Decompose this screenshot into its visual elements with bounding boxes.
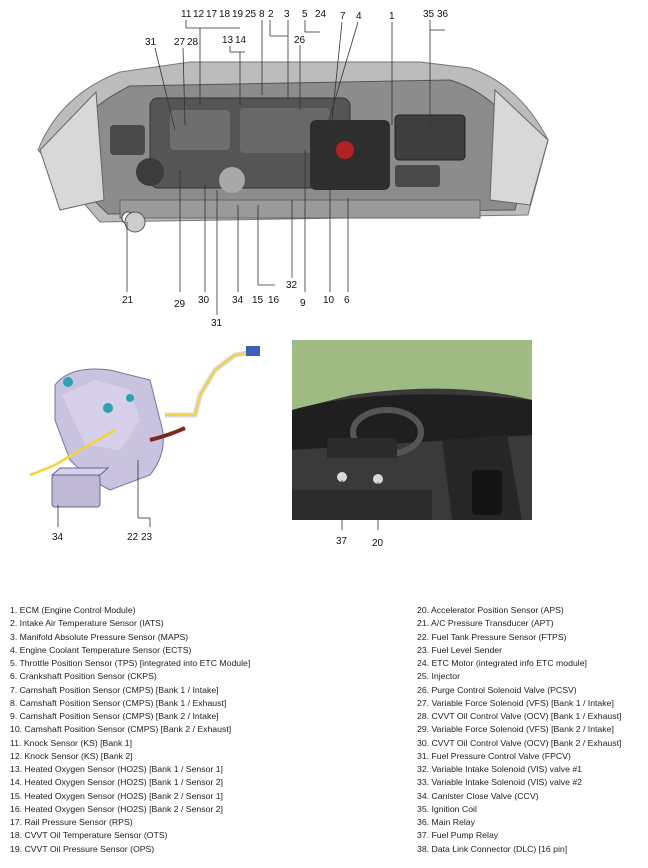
legend-item: 2. Intake Air Temperature Sensor (IATS) [10, 618, 164, 629]
callout-23: 23 [141, 532, 153, 543]
engine-bay-illustration [37, 61, 549, 233]
legend-item: 10. Camshaft Position Sensor (CMPS) [Ban… [10, 724, 232, 735]
callout-11: 11 [181, 9, 192, 20]
callout-21: 21 [122, 295, 134, 306]
callout-26: 26 [294, 35, 306, 46]
legend-item: 8. Camshaft Position Sensor (CMPS) [Bank… [10, 697, 227, 708]
legend-item: 5. Throttle Position Sensor (TPS) [integ… [10, 658, 251, 668]
fuel-tank-figure: 34 22 23 [29, 346, 260, 543]
callout-3: 3 [284, 9, 290, 20]
legend-item: 16. Heated Oxygen Sensor (HO2S) [Bank 2 … [10, 803, 223, 814]
callout-2: 2 [268, 9, 274, 20]
callout-5: 5 [302, 9, 308, 20]
legend-item: 1. ECM (Engine Control Module) [10, 605, 136, 615]
legend-item: 19. CVVT Oil Pressure Sensor (OPS) [10, 843, 155, 854]
legend-item: 31. Fuel Pressure Control Valve (FPCV) [417, 750, 571, 761]
engine-bay-figure: 11 12 17 18 19 25 8 2 3 5 24 7 4 1 35 36… [37, 9, 549, 329]
callout-31-bottom: 31 [211, 318, 223, 329]
callout-35: 35 [423, 9, 435, 20]
callout-1: 1 [389, 11, 395, 22]
cabin-leader-lines [341, 480, 379, 530]
callout-4: 4 [356, 11, 362, 22]
callout-27: 27 [174, 37, 186, 48]
legend-item: 22. Fuel Tank Pressure Sensor (FTPS) [417, 631, 567, 642]
legend-item: 24. ETC Motor (integrated info ETC modul… [417, 658, 587, 668]
callout-8: 8 [259, 9, 265, 20]
legend-item: 13. Heated Oxygen Sensor (HO2S) [Bank 1 … [10, 764, 223, 774]
callout-22: 22 [127, 532, 139, 543]
legend-item: 21. A/C Pressure Transducer (APT) [417, 618, 554, 629]
legend-item: 18. CVVT Oil Temperature Sensor (OTS) [10, 830, 168, 841]
legend-item: 28. CVVT Oil Control Valve (OCV) [Bank 1… [417, 711, 622, 721]
legend-item: 6. Crankshaft Position Sensor (CKPS) [10, 671, 157, 682]
legend-item: 15. Heated Oxygen Sensor (HO2S) [Bank 2 … [10, 790, 223, 801]
callout-20: 20 [372, 538, 384, 549]
legend-item: 23. Fuel Level Sender [417, 644, 503, 655]
legend-item: 11. Knock Sensor (KS) [Bank 1] [10, 737, 133, 748]
legend-item: 35. Ignition Coil [417, 803, 477, 814]
legend-item: 32. Variable Intake Solenoid (VIS) valve… [417, 764, 582, 774]
legend-right-column: 20. Accelerator Position Sensor (APS) 21.… [417, 604, 645, 856]
legend-item: 20. Accelerator Position Sensor (APS) [417, 605, 564, 615]
fuel-tank-illustration [29, 346, 260, 508]
callout-31-top: 31 [145, 37, 157, 48]
callout-30: 30 [198, 295, 210, 306]
callout-14: 14 [235, 35, 247, 46]
cabin-photo [292, 340, 532, 520]
callout-34-tank: 34 [52, 532, 64, 543]
legend-item: 26. Purge Control Solenoid Valve (PCSV) [417, 684, 577, 695]
callout-6: 6 [344, 295, 350, 306]
engine-leader-lines [126, 20, 445, 315]
legend-item: 27. Variable Force Solenoid (VFS) [Bank … [417, 697, 614, 708]
callout-32: 32 [286, 280, 298, 291]
callout-10: 10 [323, 295, 335, 306]
legend-item: 25. Injector [417, 671, 460, 682]
legend-left-column: 1. ECM (Engine Control Module) 2. Intake … [10, 604, 310, 856]
legend-item: 34. Canister Close Valve (CCV) [417, 790, 539, 801]
callout-7: 7 [340, 11, 346, 22]
tank-leader-lines [57, 460, 151, 527]
callout-29: 29 [174, 299, 186, 310]
callout-12: 12 [193, 9, 205, 20]
callout-28: 28 [187, 37, 199, 48]
callout-13: 13 [222, 35, 234, 46]
legend-item: 12. Knock Sensor (KS) [Bank 2] [10, 750, 133, 761]
callout-9: 9 [300, 298, 306, 309]
callout-18: 18 [219, 9, 231, 20]
callout-36: 36 [437, 9, 449, 20]
legend-item: 38. Data Link Connector (DLC) [16 pin] [417, 843, 568, 854]
callout-25: 25 [245, 9, 257, 20]
callout-17: 17 [206, 9, 218, 20]
callout-34-engine: 34 [232, 295, 244, 306]
callout-24: 24 [315, 9, 327, 20]
callout-19: 19 [232, 9, 244, 20]
callout-16: 16 [268, 295, 280, 306]
legend-item: 29. Variable Force Solenoid (VFS) [Bank … [417, 724, 614, 735]
legend-item: 37. Fuel Pump Relay [417, 830, 499, 841]
legend-item: 30. CVVT Oil Control Valve (OCV) [Bank 2… [417, 737, 622, 748]
legend-item: 33. Variable Intake Solenoid (VIS) valve… [417, 777, 582, 788]
callout-15: 15 [252, 295, 264, 306]
callout-37: 37 [336, 536, 348, 547]
legend-item: 7. Camshaft Position Sensor (CMPS) [Bank… [10, 684, 219, 695]
legend-item: 17. Rail Pressure Sensor (RPS) [10, 817, 133, 827]
legend-item: 14. Heated Oxygen Sensor (HO2S) [Bank 1 … [10, 777, 223, 788]
cabin-photo-figure: 37 20 [292, 340, 532, 549]
legend-item: 3. Manifold Absolute Pressure Sensor (MA… [10, 631, 189, 642]
legend-item: 4. Engine Coolant Temperature Sensor (EC… [10, 644, 192, 655]
legend-item: 36. Main Relay [417, 817, 475, 827]
legend-item: 9. Camshaft Position Sensor (CMPS) [Bank… [10, 711, 219, 721]
